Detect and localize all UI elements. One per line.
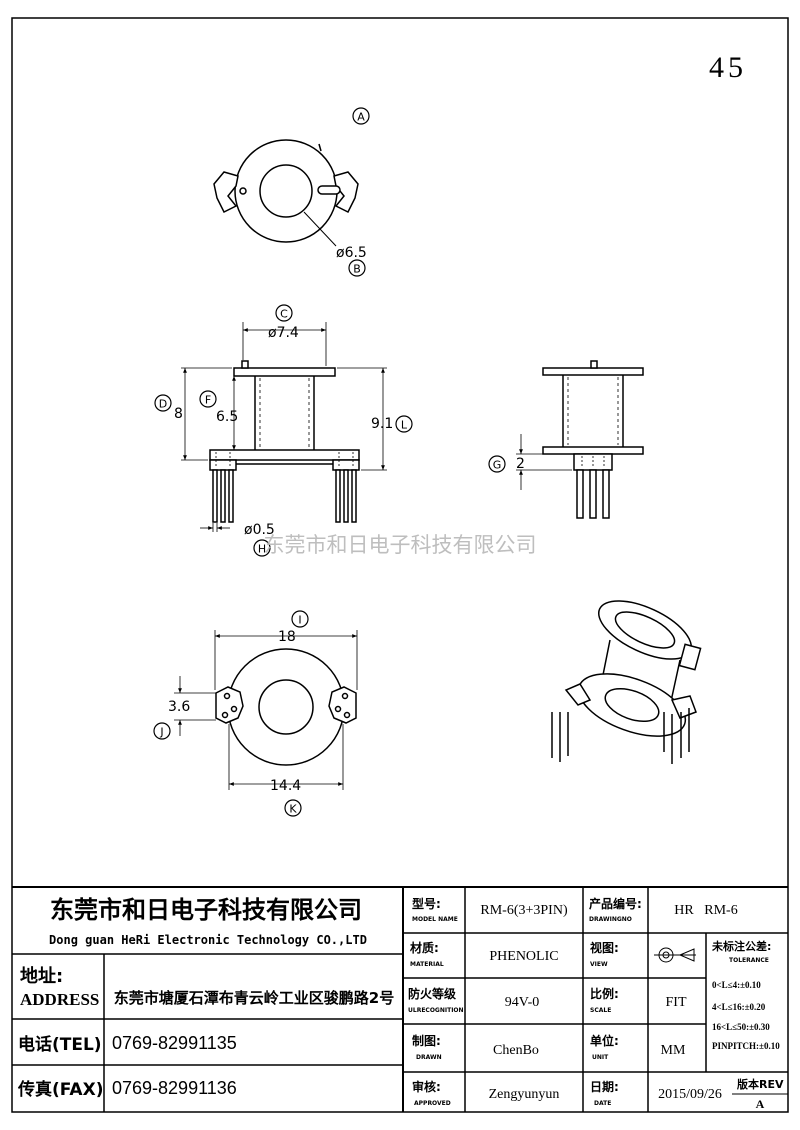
sheet-border [11,17,789,1113]
tel-label: 电话(TEL) [18,1034,102,1055]
side-view [542,360,644,519]
top-view [213,139,359,247]
drawing-label-cn: 产品编号: [589,896,642,911]
callout-k: K [284,799,302,817]
callout-c: C [275,304,293,322]
address-label-en: ADDRESS [20,990,99,1009]
svg-text:F: F [205,394,211,407]
address-label-cn: 地址: [20,965,63,987]
date-value: 2015/09/26 [658,1087,722,1102]
date-label-en: DATE [594,1100,611,1107]
callout-l: L [395,415,413,433]
callout-j: J [153,722,171,740]
dim-body-dia: ø7.4 [268,325,299,341]
svg-text:D: D [159,398,167,411]
model-label-en: MODEL NAME [412,916,458,923]
scale-value: FIT [666,995,687,1010]
bottom-view [215,648,357,766]
title-block [12,886,788,1112]
svg-text:H: H [258,543,266,556]
dim-pin-offset: 3.6 [168,699,190,715]
scale-label-en: SCALE [590,1007,611,1014]
drawn-label-cn: 制图: [412,1033,441,1048]
projection-symbol-icon [654,947,696,963]
approved-label-en: APPROVED [414,1100,451,1107]
fire-label-en: ULRECOGNITION [408,1007,464,1014]
material-value: PHENOLIC [489,949,558,964]
dim-height-inner: 6.5 [216,409,238,425]
date-label-cn: 日期: [590,1079,619,1094]
front-view [209,360,360,523]
fire-label-cn: 防火等级 [408,986,456,1001]
watermark: 东莞市和日电子科技有限公司 [264,533,537,557]
bottom-dimensions [174,630,358,790]
tolerance-label-cn: 未标注公差: [711,939,771,953]
svg-text:A: A [357,111,365,124]
svg-text:L: L [401,419,408,432]
material-label-en: MATERIAL [410,961,444,968]
unit-value: MM [661,1043,686,1058]
approved-label-cn: 审核: [412,1079,441,1094]
svg-text:C: C [280,308,288,321]
unit-label-en: UNIT [592,1054,609,1061]
dim-flange: 2 [516,456,525,472]
callout-d: D [154,394,172,412]
isometric-view [551,600,702,764]
dim-width-inner: 14.4 [270,778,301,794]
callout-b: B [348,259,366,277]
callout-i: I [291,610,309,628]
view-label-cn: 视图: [590,940,619,955]
front-dimensions [181,322,387,532]
company-name-en: Dong guan HeRi Electronic Technology CO.… [49,933,367,947]
dim-width-outer: 18 [278,629,296,645]
tolerance-3: 16<L≤50:±0.30 [712,1022,770,1032]
tolerance-label-en: TOLERANCE [729,957,769,964]
model-label-cn: 型号: [412,896,441,911]
dim-height-full: 9.1 [371,416,393,432]
tolerance-1: 0<L≤4:±0.10 [712,980,761,990]
company-name-cn: 东莞市和日电子科技有限公司 [50,896,362,924]
tolerance-4: PINPITCH:±0.10 [712,1041,780,1051]
model-value: RM-6(3+3PIN) [480,903,568,918]
scale-label-cn: 比例: [590,986,619,1001]
unit-label-cn: 单位: [590,1033,619,1048]
svg-text:J: J [159,726,163,739]
dim-pin-dia: ø0.5 [244,522,275,538]
fax-value: 0769-82991136 [112,1078,237,1098]
callout-a: A [352,107,370,125]
tolerance-2: 4<L≤16:±0.20 [712,1002,766,1012]
approved-value: Zengyunyun [489,1087,560,1102]
callout-g: G [488,455,506,473]
drawn-value: ChenBo [493,1043,539,1058]
dim-height-total: 8 [174,406,183,422]
svg-text:G: G [493,459,502,472]
side-dimensions [516,434,572,490]
fire-value: 94V-0 [505,995,540,1010]
rev-label: 版本REV [737,1077,784,1091]
callout-h: H [253,539,271,557]
svg-text:K: K [289,803,297,816]
page-number: 45 [709,51,747,84]
callout-f: F [199,390,217,408]
drawing-label-en: DRAWINGNO [589,916,632,923]
material-label-cn: 材质: [409,940,439,955]
dim-hole: ø6.5 [336,245,367,261]
tel-value: 0769-82991135 [112,1033,237,1053]
drawn-label-en: DRAWN [416,1054,442,1061]
svg-text:B: B [353,263,361,276]
fax-label: 传真(FAX) [17,1079,103,1100]
drawing-value: HR RM-6 [674,903,737,918]
address-value: 东莞市塘厦石潭布青云岭工业区骏鹏路2号 [114,989,394,1007]
rev-value: A [756,1097,765,1111]
view-label-en: VIEW [590,961,608,968]
svg-text:I: I [298,614,301,627]
